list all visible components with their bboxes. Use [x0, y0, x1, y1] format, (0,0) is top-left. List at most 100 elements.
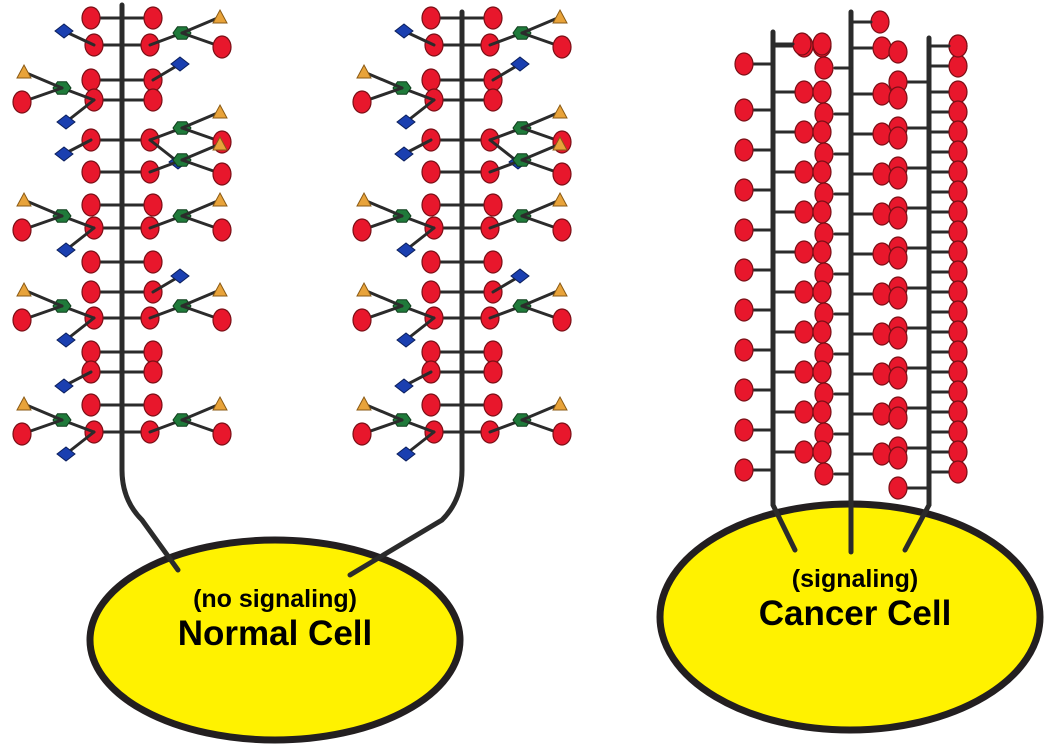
red-circle-sugar-icon [794, 360, 814, 384]
blue-diamond-sugar-icon [56, 242, 76, 258]
red-circle-sugar-icon [734, 378, 754, 402]
red-circle-sugar-icon [888, 286, 908, 310]
red-circle-sugar-icon [81, 68, 101, 92]
chain-link [180, 15, 222, 35]
cancer-cell-label-group: (signaling) Cancer Cell [720, 565, 990, 634]
chain-link [362, 402, 404, 422]
red-circle-sugar-icon [734, 458, 754, 482]
blue-diamond-sugar-icon [394, 23, 414, 39]
blue-diamond-sugar-icon [510, 268, 530, 284]
red-circle-sugar-icon [872, 242, 892, 266]
red-circle-sugar-icon [812, 440, 832, 464]
red-circle-sugar-icon [888, 40, 908, 64]
red-circle-sugar-icon [812, 360, 832, 384]
cancer-cell-label: Cancer Cell [758, 594, 952, 633]
red-circle-sugar-icon [143, 340, 163, 364]
chain-link [22, 198, 64, 218]
red-circle-sugar-icon [948, 180, 968, 204]
red-circle-sugar-icon [794, 80, 814, 104]
red-circle-sugar-icon [421, 6, 441, 30]
red-circle-sugar-icon [948, 440, 968, 464]
red-circle-sugar-icon [948, 360, 968, 384]
red-circle-sugar-icon [421, 340, 441, 364]
red-circle-sugar-icon [948, 80, 968, 104]
orange-triangle-sugar-icon [212, 191, 228, 207]
red-circle-sugar-icon [812, 80, 832, 104]
chain-link [180, 110, 222, 130]
normal-cell-label-group: (no signaling) Normal Cell [140, 585, 410, 654]
chain-link [22, 70, 64, 90]
red-circle-sugar-icon [812, 320, 832, 344]
orange-triangle-sugar-icon [552, 395, 568, 411]
red-circle-sugar-icon [794, 280, 814, 304]
red-circle-sugar-icon [870, 10, 890, 34]
normal-cell-body [86, 536, 464, 744]
red-circle-sugar-icon [552, 308, 572, 332]
orange-triangle-sugar-icon [552, 135, 568, 151]
chain-link [180, 198, 222, 218]
chain-link [520, 142, 562, 162]
red-circle-sugar-icon [888, 476, 908, 500]
red-circle-sugar-icon [888, 326, 908, 350]
chain-link [520, 402, 562, 422]
red-circle-sugar-icon [212, 218, 232, 242]
blue-diamond-sugar-icon [54, 23, 74, 39]
red-circle-sugar-icon [421, 250, 441, 274]
blue-diamond-sugar-icon [56, 114, 76, 130]
red-circle-sugar-icon [483, 6, 503, 30]
red-circle-sugar-icon [81, 6, 101, 30]
red-circle-sugar-icon [888, 206, 908, 230]
orange-triangle-sugar-icon [356, 63, 372, 79]
red-circle-sugar-icon [81, 160, 101, 184]
red-circle-sugar-icon [12, 422, 32, 446]
red-circle-sugar-icon [814, 462, 834, 486]
chain-link [22, 402, 64, 422]
blue-diamond-sugar-icon [396, 446, 416, 462]
chain-link [520, 110, 562, 130]
blue-diamond-sugar-icon [396, 332, 416, 348]
red-circle-sugar-icon [421, 280, 441, 304]
red-circle-sugar-icon [812, 120, 832, 144]
red-circle-sugar-icon [212, 162, 232, 186]
red-circle-sugar-icon [212, 35, 232, 59]
red-circle-sugar-icon [794, 240, 814, 264]
red-circle-sugar-icon [734, 338, 754, 362]
red-circle-sugar-icon [948, 100, 968, 124]
red-circle-sugar-icon [812, 240, 832, 264]
red-circle-sugar-icon [483, 88, 503, 112]
red-circle-sugar-icon [421, 193, 441, 217]
red-circle-sugar-icon [948, 280, 968, 304]
orange-triangle-sugar-icon [552, 281, 568, 297]
glycan-stem [902, 35, 932, 553]
red-circle-sugar-icon [948, 300, 968, 324]
red-circle-sugar-icon [948, 340, 968, 364]
red-circle-sugar-icon [948, 120, 968, 144]
red-circle-sugar-icon [12, 218, 32, 242]
red-circle-sugar-icon [948, 320, 968, 344]
red-circle-sugar-icon [812, 32, 832, 56]
chain-link [362, 70, 404, 90]
red-circle-sugar-icon [81, 280, 101, 304]
chain-link [180, 142, 222, 162]
red-circle-sugar-icon [81, 193, 101, 217]
red-circle-sugar-icon [483, 340, 503, 364]
orange-triangle-sugar-icon [212, 8, 228, 24]
red-circle-sugar-icon [483, 250, 503, 274]
red-circle-sugar-icon [872, 442, 892, 466]
red-circle-sugar-icon [888, 406, 908, 430]
orange-triangle-sugar-icon [16, 281, 32, 297]
glycan-stem [119, 2, 181, 573]
orange-triangle-sugar-icon [212, 281, 228, 297]
blue-diamond-sugar-icon [170, 56, 190, 72]
red-circle-sugar-icon [812, 160, 832, 184]
red-circle-sugar-icon [421, 393, 441, 417]
red-circle-sugar-icon [352, 218, 372, 242]
red-circle-sugar-icon [872, 202, 892, 226]
red-circle-sugar-icon [734, 178, 754, 202]
red-circle-sugar-icon [421, 68, 441, 92]
red-circle-sugar-icon [948, 160, 968, 184]
red-circle-sugar-icon [734, 418, 754, 442]
red-circle-sugar-icon [143, 6, 163, 30]
chain-link [22, 288, 64, 308]
